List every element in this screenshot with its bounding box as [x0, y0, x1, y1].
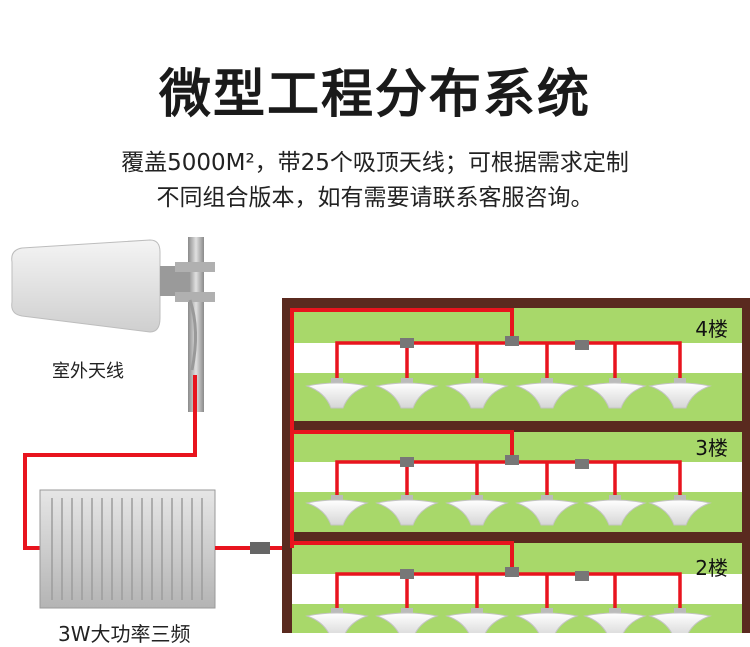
outdoor-antenna-label: 室外天线	[52, 361, 124, 382]
ceiling-antenna-icon	[445, 378, 509, 409]
feed-cable	[23, 375, 197, 550]
amplifier	[39, 489, 216, 609]
subtitle-line-1: 覆盖5000M²，带25个吸顶天线；可根据需求定制	[121, 150, 629, 176]
ceiling-antenna-icon	[648, 608, 712, 633]
ceiling-antenna-icon	[515, 378, 579, 409]
ceiling-antenna-icon	[648, 495, 712, 526]
ceiling-antenna-icon	[515, 495, 579, 526]
ceiling-antenna-icon	[445, 608, 509, 633]
floor-3-label: 3楼	[695, 436, 728, 460]
ceiling-antenna-icon	[445, 495, 509, 526]
ceiling-antenna-icon	[583, 495, 647, 526]
ceiling-antenna-icon	[648, 378, 712, 409]
floor-4-distribution	[335, 336, 682, 380]
ceiling-antenna-icon	[375, 378, 439, 409]
system-diagram	[11, 237, 750, 633]
ceiling-antenna-icon	[583, 378, 647, 409]
ceiling-antenna-icon	[583, 608, 647, 633]
ceiling-antenna-icon	[375, 495, 439, 526]
ceiling-antenna-icon	[375, 608, 439, 633]
floor-2-distribution	[335, 567, 682, 610]
ceiling-antenna-icon	[305, 608, 369, 633]
outdoor-antenna	[11, 237, 215, 412]
page-title: 微型工程分布系统	[158, 65, 591, 125]
floor-2-label: 2楼	[695, 556, 728, 580]
building	[282, 298, 750, 633]
floor-4-label: 4楼	[695, 317, 728, 341]
subtitle-line-2: 不同组合版本，如有需要请联系客服咨询。	[156, 185, 594, 211]
floor-3-distribution	[335, 455, 682, 497]
ceiling-antenna-icon	[305, 495, 369, 526]
ceiling-antenna-icon	[515, 608, 579, 633]
ceiling-antenna-icon	[305, 378, 369, 409]
